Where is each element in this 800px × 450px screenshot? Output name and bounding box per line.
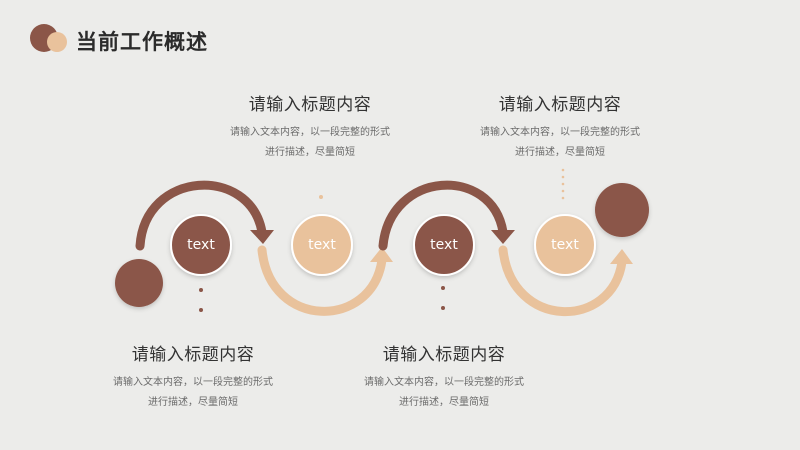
card-description: 请输入文本内容，以一段完整的形式进行描述，尽量简短 — [364, 377, 524, 408]
card-bottom-left: 请输入标题内容 请输入文本内容，以一段完整的形式进行描述，尽量简短 — [73, 340, 313, 413]
arrow-head-1 — [250, 230, 274, 244]
arrow-head-4 — [610, 249, 633, 264]
arrow-head-2 — [370, 247, 393, 262]
card-bottom-right: 请输入标题内容 请输入文本内容，以一段完整的形式进行描述，尽量简短 — [324, 340, 564, 413]
connector-dots-node-3 — [441, 286, 445, 310]
card-top-right: 请输入标题内容 请输入文本内容，以一段完整的形式进行描述，尽量简短 — [440, 90, 680, 163]
card-title: 请输入标题内容 — [248, 95, 372, 115]
node-4-circle — [534, 214, 596, 276]
node-2-label: text — [308, 237, 336, 253]
node-3-circle — [413, 214, 475, 276]
connector-dots-node-2 — [319, 195, 323, 199]
card-top-left: 请输入标题内容 请输入文本内容，以一段完整的形式进行描述，尽量简短 — [190, 90, 430, 163]
node-2-circle — [291, 214, 353, 276]
arc-bottom-2 — [498, 245, 627, 316]
start-circle — [115, 259, 163, 307]
connector-dots-node-4 — [561, 168, 565, 200]
arrow-head-3 — [491, 230, 515, 244]
card-description: 请输入文本内容，以一段完整的形式进行描述，尽量简短 — [113, 377, 273, 408]
node-1-circle — [170, 214, 232, 276]
node-3-label: text — [430, 237, 458, 253]
connector-dots-node-1 — [199, 288, 203, 312]
card-title: 请输入标题内容 — [131, 345, 255, 365]
card-description: 请输入文本内容，以一段完整的形式进行描述，尽量简短 — [480, 127, 640, 158]
node-4-label: text — [551, 237, 579, 253]
card-title: 请输入标题内容 — [382, 345, 506, 365]
node-1-label: text — [187, 237, 215, 253]
card-description: 请输入文本内容，以一段完整的形式进行描述，尽量简短 — [230, 127, 390, 158]
arc-top-2 — [378, 180, 508, 251]
end-circle — [595, 183, 649, 237]
arc-top-1 — [135, 180, 267, 251]
page-title: 当前工作概述 — [76, 30, 208, 54]
arc-bottom-1 — [257, 245, 387, 316]
card-title: 请输入标题内容 — [498, 95, 622, 115]
